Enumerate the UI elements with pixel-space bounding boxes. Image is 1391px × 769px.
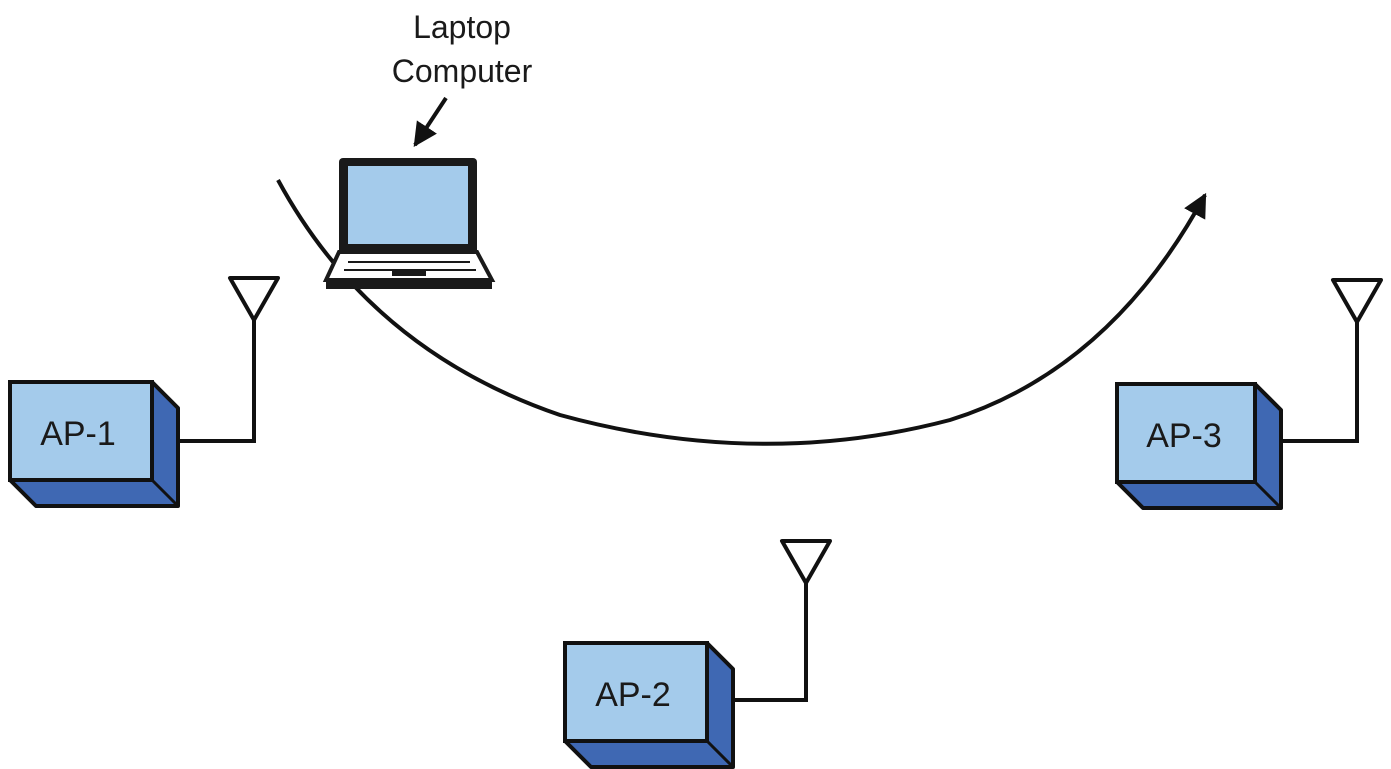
ap-3-label: AP-3 [1146, 417, 1222, 455]
laptop-pointer-arrow [413, 96, 448, 148]
access-point-ap-2: AP-2 [563, 539, 832, 769]
roaming-path-arrow [276, 179, 1207, 446]
access-point-ap-3: AP-3 [1115, 278, 1383, 510]
laptop-icon [322, 158, 496, 289]
ap-2-antenna-icon [780, 539, 832, 585]
ap-2-antenna-cable [733, 583, 808, 702]
laptop-callout: Laptop Computer [392, 9, 533, 148]
ap-1-antenna-icon [228, 276, 280, 322]
ap-1-antenna-cable [178, 320, 256, 443]
access-point-ap-1: AP-1 [8, 276, 280, 508]
laptop-label-line1: Laptop [413, 9, 511, 45]
ap-3-antenna-icon [1331, 278, 1383, 324]
laptop-label-line2: Computer [392, 53, 533, 89]
ap-1-label: AP-1 [40, 415, 116, 453]
ap-2-label: AP-2 [595, 676, 671, 714]
ap-3-antenna-cable [1281, 322, 1359, 443]
